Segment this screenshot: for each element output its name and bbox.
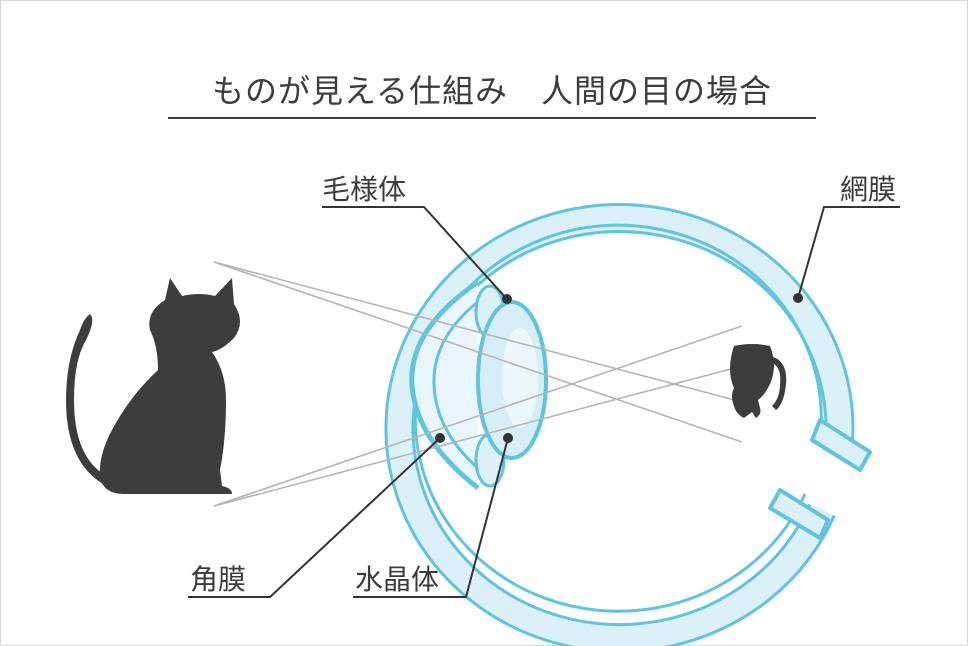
leader-retina xyxy=(797,206,900,299)
sclera-fill xyxy=(387,206,852,646)
leader-dots xyxy=(435,293,803,443)
dot-cornea xyxy=(435,433,445,443)
leader-lens xyxy=(353,437,509,598)
light-rays xyxy=(213,261,743,507)
light-ray xyxy=(213,325,743,507)
leader-lines xyxy=(188,206,900,598)
cat-silhouette-icon xyxy=(66,278,240,494)
label-lens: 水晶体 xyxy=(355,563,440,596)
light-ray xyxy=(213,365,743,507)
leader-ciliary xyxy=(322,206,507,299)
leader-cornea xyxy=(188,437,441,598)
cornea-shape xyxy=(409,279,480,490)
light-ray xyxy=(213,261,743,403)
label-ciliary-body: 毛様体 xyxy=(322,173,407,206)
inverted-cat-icon xyxy=(730,344,787,418)
light-ray xyxy=(213,261,743,443)
lens-highlight xyxy=(502,328,538,428)
dot-lens xyxy=(503,433,513,443)
optic-nerve-upper xyxy=(810,418,872,472)
label-cornea: 角膜 xyxy=(190,563,247,596)
dot-retina xyxy=(793,293,803,303)
optic-nerve-lower xyxy=(768,488,830,540)
cornea-inner xyxy=(432,298,481,472)
label-retina: 網膜 xyxy=(840,173,897,206)
dot-ciliary xyxy=(502,294,512,304)
title-underline xyxy=(168,117,816,119)
diagram-title: ものが見える仕組み 人間の目の場合 xyxy=(211,72,773,110)
